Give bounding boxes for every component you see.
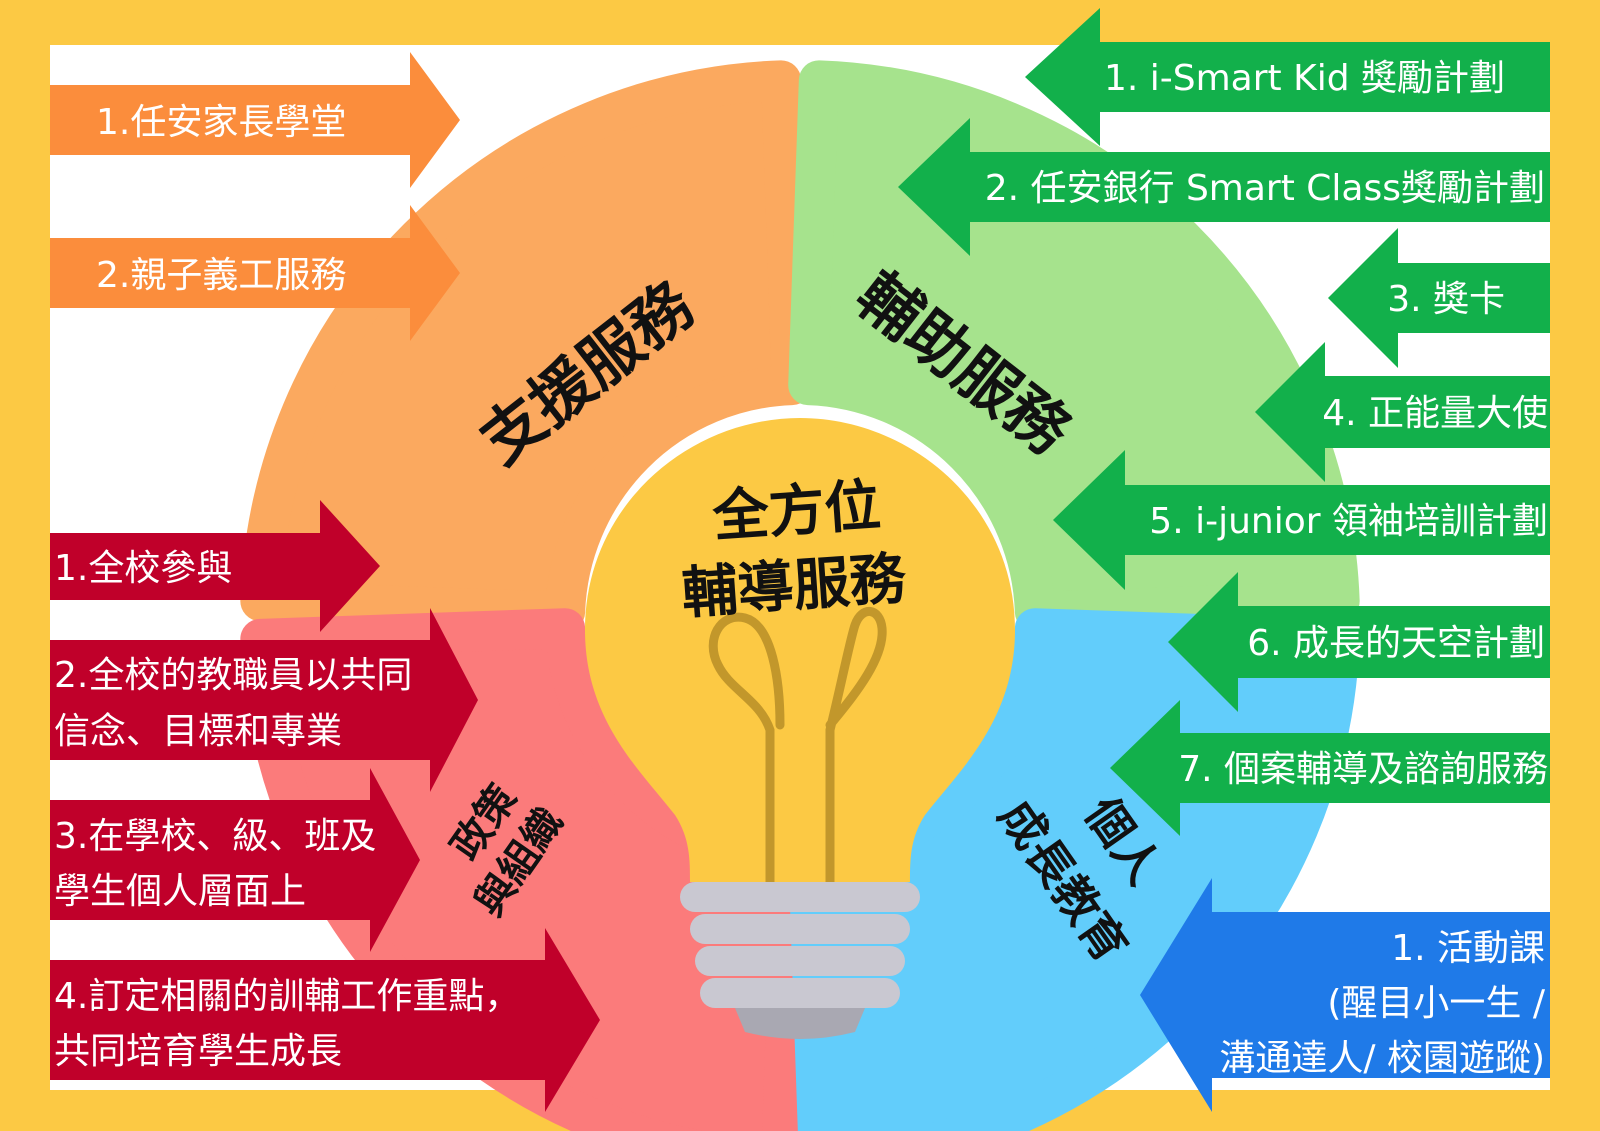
- assist-arrow-2: 2. 任安銀行 Smart Class獎勵計劃: [898, 118, 1550, 256]
- assist-arrow-label: 3. 獎卡: [1387, 279, 1505, 320]
- personal-arrow-1: 1. 活動課 (醒目小一生 / 溝通達人/ 校園遊蹤): [1140, 878, 1550, 1112]
- assist-arrow-shape: [1255, 342, 1550, 482]
- support-arrow-shape: [50, 52, 460, 188]
- assist-arrow-shape: [1110, 700, 1550, 836]
- policy-arrow-shape: [50, 768, 420, 952]
- assist-arrow-1: 1. i-Smart Kid 獎勵計劃: [1025, 8, 1550, 146]
- assist-arrow-label: 7. 個案輔導及諮詢服務: [1178, 749, 1548, 790]
- assist-arrow-label: 4. 正能量大使: [1322, 393, 1548, 434]
- policy-arrow-label-line2: 共同培育學生成長: [54, 1031, 342, 1072]
- policy-arrow-shape: [50, 500, 380, 632]
- assist-arrow-7: 7. 個案輔導及諮詢服務: [1110, 700, 1550, 836]
- personal-arrow-label-line2: (醒目小一生 /: [1327, 983, 1545, 1024]
- bulb-base-tip: [735, 1008, 865, 1039]
- assist-arrow-5: 5. i-junior 領袖培訓計劃: [1053, 450, 1550, 590]
- center-title-line2: 輔導服務: [680, 546, 909, 627]
- assist-arrow-label: 2. 任安銀行 Smart Class獎勵計劃: [985, 168, 1545, 209]
- assist-arrow-4: 4. 正能量大使: [1255, 342, 1550, 482]
- personal-arrow-shape: [1140, 878, 1550, 1112]
- support-arrow-label: 1.任安家長學堂: [96, 102, 346, 143]
- support-arrow-1: 1.任安家長學堂: [50, 52, 460, 188]
- policy-arrow-label-line2: 信念、目標和專業: [54, 711, 342, 752]
- personal-arrow-label-line3: 溝通達人/ 校園遊蹤): [1219, 1038, 1545, 1079]
- policy-arrow-label-line1: 4.訂定相關的訓輔工作重點，: [54, 976, 520, 1017]
- policy-arrow-3: 3.在學校、級、班及 學生個人層面上: [50, 768, 420, 952]
- policy-arrow-1: 1.全校參與: [50, 500, 380, 632]
- assist-arrow-label: 1. i-Smart Kid 獎勵計劃: [1104, 58, 1505, 99]
- assist-arrow-6: 6. 成長的天空計劃: [1168, 572, 1550, 712]
- assist-arrow-label: 5. i-junior 領袖培訓計劃: [1149, 501, 1548, 542]
- assist-arrow-shape: [1025, 8, 1550, 146]
- assist-arrow-3: 3. 獎卡: [1328, 228, 1550, 368]
- bulb-base-4: [700, 978, 900, 1008]
- bulb-base-1: [680, 882, 920, 912]
- assist-arrow-label: 6. 成長的天空計劃: [1247, 623, 1545, 664]
- policy-arrow-4: 4.訂定相關的訓輔工作重點， 共同培育學生成長: [50, 928, 600, 1112]
- policy-arrow-shape: [50, 608, 478, 792]
- support-arrow-label: 2.親子義工服務: [96, 255, 346, 296]
- assist-arrow-shape: [898, 118, 1550, 256]
- bulb-glass: [585, 418, 1015, 882]
- policy-arrow-2: 2.全校的教職員以共同 信念、目標和專業: [50, 608, 478, 792]
- policy-arrow-label-line1: 1.全校參與: [54, 548, 232, 589]
- light-bulb-icon: [585, 418, 1015, 1039]
- support-arrow-shape: [50, 205, 460, 341]
- assist-arrow-shape: [1168, 572, 1550, 712]
- policy-arrow-label-line2: 學生個人層面上: [54, 871, 306, 912]
- support-arrow-2: 2.親子義工服務: [50, 205, 460, 341]
- policy-arrow-shape: [50, 928, 600, 1112]
- support-sector: [240, 60, 812, 632]
- center-title-line1: 全方位: [710, 473, 883, 550]
- assist-arrow-shape: [1328, 228, 1550, 368]
- policy-arrow-label-line1: 3.在學校、級、班及: [54, 816, 376, 857]
- personal-arrow-label-line1: 1. 活動課: [1391, 928, 1545, 969]
- bulb-base-2: [690, 914, 910, 944]
- policy-arrow-label-line1: 2.全校的教職員以共同: [54, 655, 412, 696]
- bulb-filament: [708, 607, 887, 887]
- assist-arrow-shape: [1053, 450, 1550, 590]
- bulb-base-3: [695, 946, 905, 976]
